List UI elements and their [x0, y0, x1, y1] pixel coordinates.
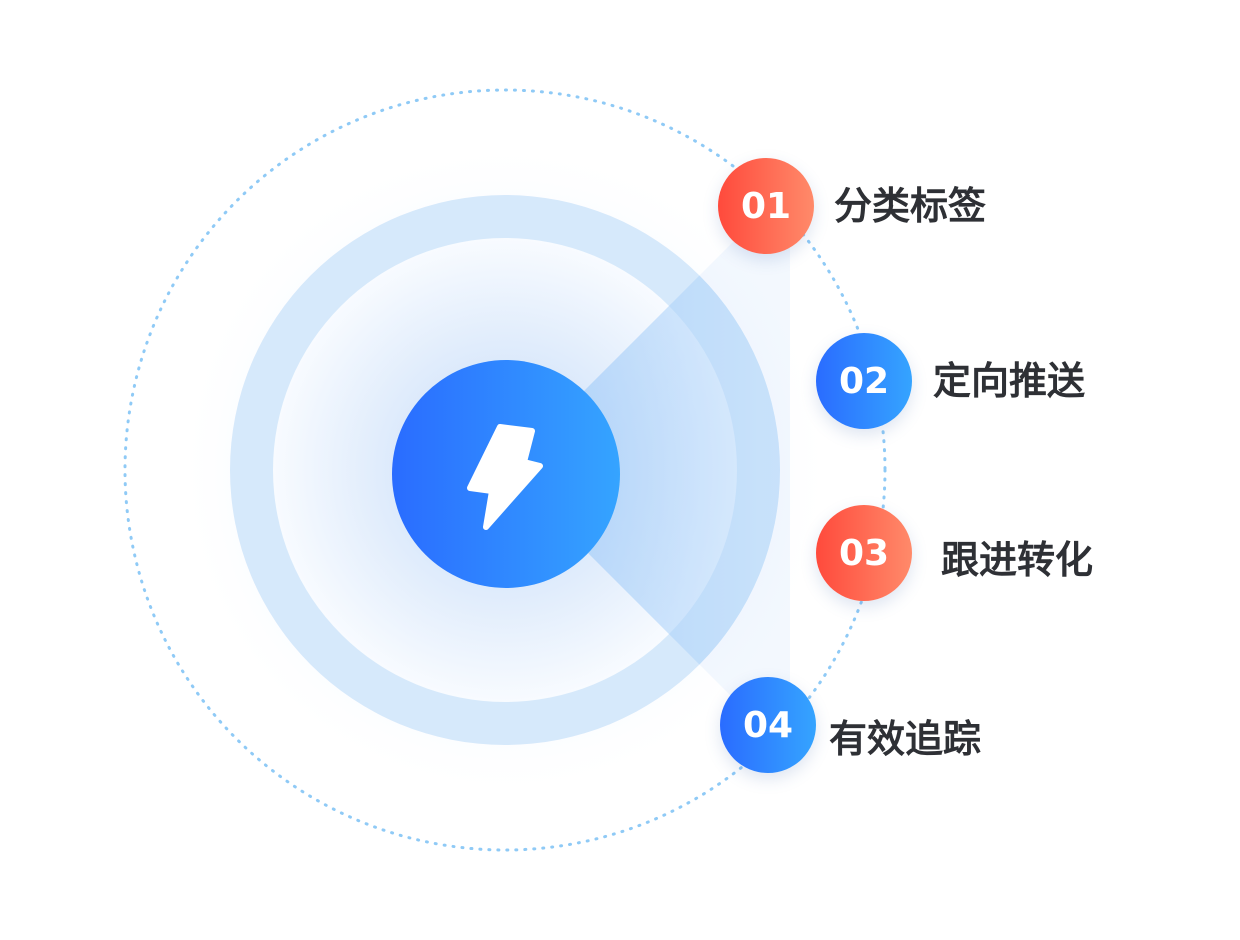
- step-04-badge: 04: [720, 677, 816, 773]
- wedge-extension: [505, 210, 790, 730]
- step-01-label: 分类标签: [834, 184, 987, 228]
- step-03-number: 03: [838, 532, 890, 574]
- step-01-badge: 01: [718, 158, 814, 254]
- step-04-label: 有效追踪: [829, 717, 982, 761]
- step-02-number: 02: [838, 360, 890, 402]
- step-01-number: 01: [740, 185, 792, 227]
- step-03-badge: 03: [816, 505, 912, 601]
- lightning-bolt-icon: [467, 424, 543, 530]
- step-03-label: 跟进转化: [941, 538, 1094, 582]
- step-02-badge: 02: [816, 333, 912, 429]
- dotted-orbit-ring: [123, 88, 887, 852]
- step-04-number: 04: [742, 704, 794, 746]
- step-02-label: 定向推送: [933, 359, 1086, 403]
